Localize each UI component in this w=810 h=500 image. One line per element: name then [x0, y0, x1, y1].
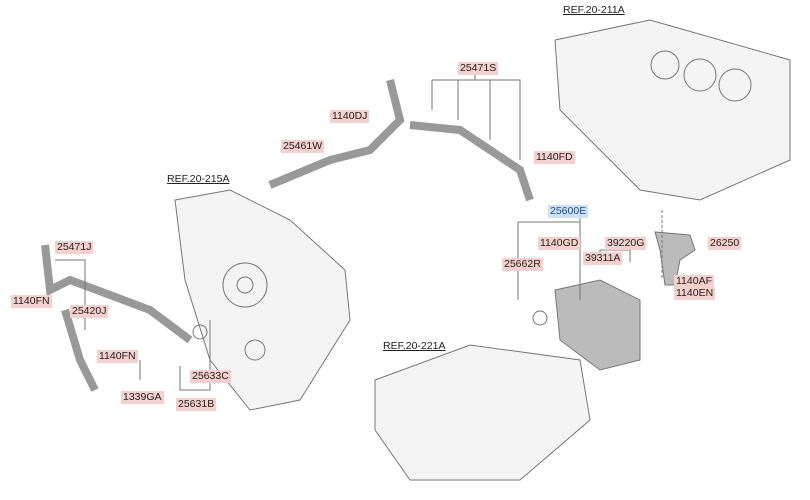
part-label-39311A[interactable]: 39311A	[583, 252, 623, 265]
hose-25471j	[61, 308, 99, 392]
part-label-26250[interactable]: 26250	[708, 237, 742, 250]
cylinder-head-drawing	[374, 344, 591, 481]
part-label-39220G[interactable]: 39220G	[605, 237, 647, 250]
engine-block-drawing	[554, 19, 791, 201]
part-label-1140DJ[interactable]: 1140DJ	[330, 110, 370, 123]
part-label-25662R[interactable]: 25662R	[502, 258, 543, 271]
part-label-25600E[interactable]: 25600E	[548, 205, 589, 218]
reservoir-26250-drawing	[654, 231, 696, 286]
part-label-25461W[interactable]: 25461W	[281, 140, 325, 153]
hose-25471s	[409, 121, 534, 202]
part-label-25471S[interactable]: 25471S	[458, 62, 499, 75]
front-cover-drawing	[174, 189, 351, 411]
part-label-1339GA[interactable]: 1339GA	[121, 391, 164, 404]
part-label-1140EN[interactable]: 1140EN	[674, 287, 716, 300]
part-label-25420J[interactable]: 25420J	[70, 305, 109, 318]
part-label-25471J[interactable]: 25471J	[55, 241, 94, 254]
part-label-25633C[interactable]: 25633C	[190, 370, 231, 383]
pipe-25420j	[41, 244, 193, 344]
ref-cylinder-head[interactable]: REF.20-221A	[383, 340, 446, 352]
part-label-1140FN-lower[interactable]: 1140FN	[97, 350, 138, 363]
part-label-1140AF[interactable]: 1140AF	[674, 275, 714, 288]
part-label-25631B[interactable]: 25631B	[176, 398, 217, 411]
part-label-1140FN-upper[interactable]: 1140FN	[11, 295, 52, 308]
part-label-1140FD[interactable]: 1140FD	[534, 151, 575, 164]
ref-engine-block[interactable]: REF.20-211A	[563, 4, 625, 16]
thermostat-housing-drawing	[554, 279, 641, 371]
hose-25461w	[268, 79, 405, 189]
ref-front-cover[interactable]: REF.20-215A	[167, 173, 230, 185]
part-label-1140GD[interactable]: 1140GD	[538, 237, 581, 250]
